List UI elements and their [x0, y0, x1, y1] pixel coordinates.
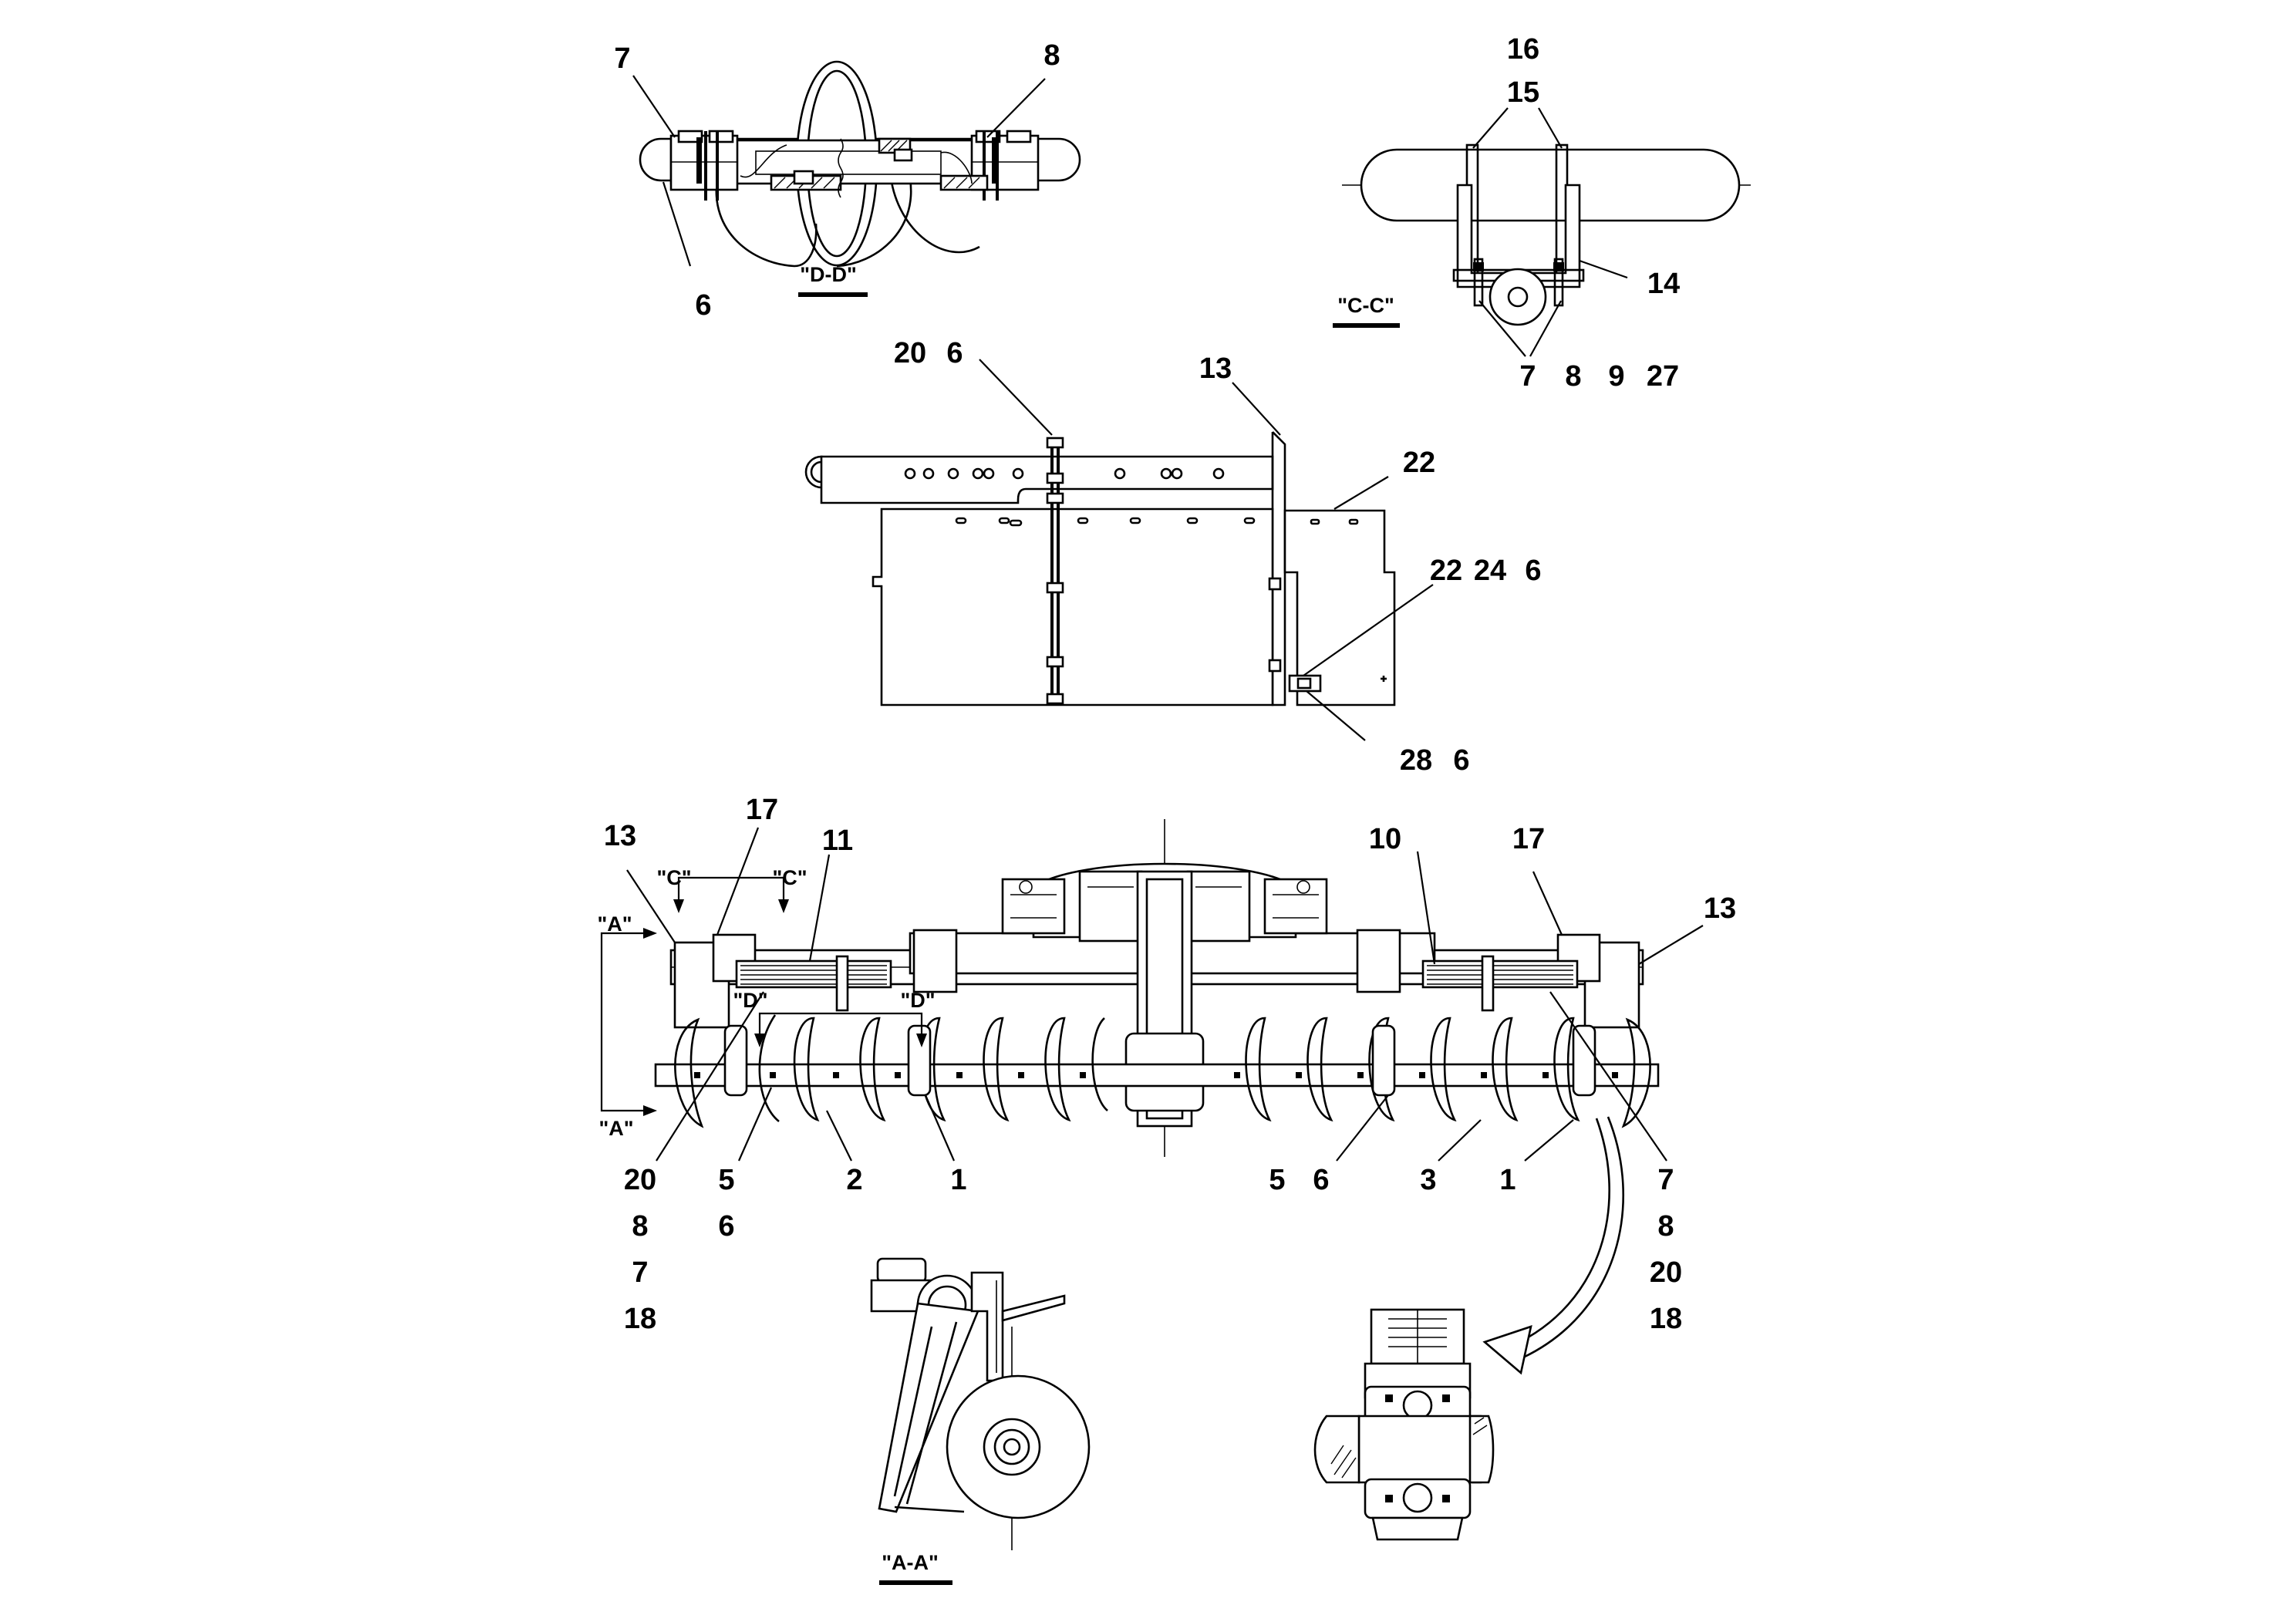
cc-callout-14: 14: [1647, 268, 1680, 300]
plan-left-spring: [735, 959, 892, 989]
view-plan: "C" "C" "A" "A" "D" "D" 17 13 11 10 17 1…: [597, 794, 1736, 1375]
mark-d-right: "D": [900, 989, 935, 1012]
plan-br-8: 8: [1657, 1210, 1674, 1243]
mark-c-left: "C": [656, 866, 691, 889]
dd-section-title: "D-D": [800, 263, 857, 286]
plan-callout-13-left: 13: [604, 820, 636, 852]
section-cut-d: [754, 1012, 927, 1047]
plan-bl-7: 7: [632, 1256, 648, 1289]
plan-bl-8: 8: [632, 1210, 648, 1243]
side-callout-22b: 22: [1430, 555, 1462, 587]
mark-d-left: "D": [733, 989, 767, 1012]
plan-callout-10: 10: [1369, 823, 1401, 855]
plan-callout-1-right: 1: [1499, 1164, 1515, 1196]
plan-callout-11: 11: [822, 824, 853, 857]
side-callout-13: 13: [1199, 352, 1232, 385]
plan-callout-3: 3: [1420, 1164, 1436, 1196]
cc-callout-27: 27: [1647, 360, 1679, 393]
plan-gearbox: [1001, 862, 1328, 1128]
section-cut-a: [600, 928, 657, 1116]
side-callout-24: 24: [1474, 555, 1506, 587]
plan-callout-2: 2: [846, 1164, 862, 1196]
cc-callout-15: 15: [1507, 76, 1539, 109]
side-callout-28: 28: [1400, 744, 1432, 777]
side-strap-bolts: [1046, 437, 1064, 705]
plan-callout-13-right: 13: [1704, 892, 1736, 925]
view-c-c: 16 15 14 7 8 9 27 "C-C": [1333, 33, 1751, 393]
dd-callout-7: 7: [614, 42, 630, 75]
aa-section-title: "A-A": [882, 1551, 939, 1574]
side-callout-6: 6: [946, 337, 963, 369]
plan-br-20: 20: [1650, 1256, 1682, 1289]
view-d-d: 7 8 6 "D-D": [614, 39, 1081, 322]
cc-callout-16: 16: [1507, 33, 1539, 66]
plan-callout-17-right: 17: [1512, 823, 1545, 855]
side-callout-6b: 6: [1525, 555, 1541, 587]
cc-callout-7: 7: [1519, 360, 1536, 393]
cc-section-title: "C-C": [1337, 294, 1394, 317]
plan-bl-20: 20: [624, 1164, 656, 1196]
plan-bml-5: 5: [718, 1164, 734, 1196]
dd-callout-6: 6: [695, 289, 711, 322]
plan-callout-6-right: 6: [1313, 1164, 1329, 1196]
side-callout-20: 20: [894, 337, 926, 369]
section-cut-c: [673, 876, 789, 913]
plan-br-18: 18: [1650, 1303, 1682, 1335]
dd-right-clamp: [970, 130, 1040, 201]
view-a-a: "A-A": [870, 1257, 1091, 1585]
side-callout-6c: 6: [1453, 744, 1469, 777]
plan-br-7: 7: [1657, 1164, 1674, 1196]
view-side-elevation: 20 6 13 22 22 24 6 28 6: [804, 337, 1542, 777]
plan-callout-1-left: 1: [950, 1164, 966, 1196]
cc-callout-9: 9: [1608, 360, 1624, 393]
plan-callout-17-left: 17: [746, 794, 778, 826]
dd-left-clamp: [669, 130, 739, 201]
plan-right-spring: [1421, 959, 1579, 989]
view-detail-bearing: [1313, 1308, 1495, 1541]
plan-bl-18: 18: [624, 1303, 656, 1335]
mark-a-bottom: "A": [598, 1117, 633, 1140]
plan-bml-6: 6: [718, 1210, 734, 1243]
mark-a-top: "A": [597, 912, 632, 936]
mark-c-right: "C": [772, 866, 807, 889]
side-callout-22: 22: [1403, 447, 1435, 479]
plan-callout-5-right: 5: [1269, 1164, 1285, 1196]
cc-callout-8: 8: [1565, 360, 1581, 393]
dd-callout-8: 8: [1043, 39, 1060, 72]
